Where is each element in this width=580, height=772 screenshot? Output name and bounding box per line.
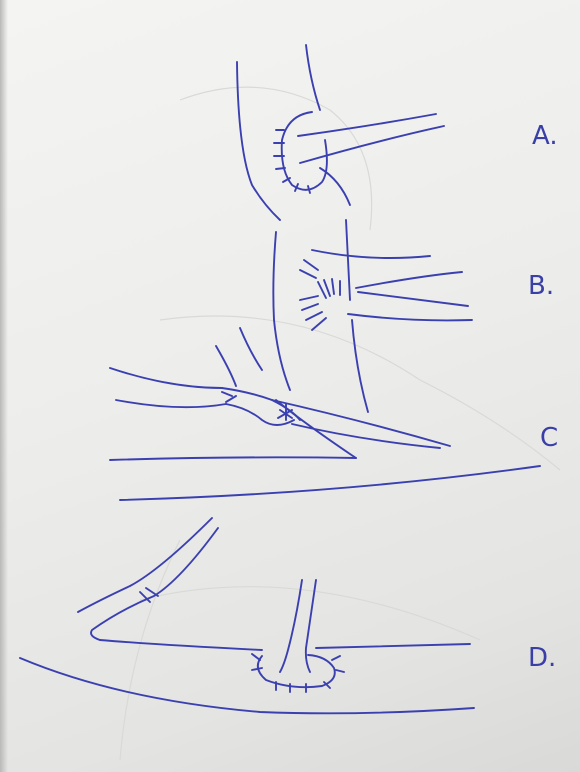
label-a: A. <box>532 121 558 151</box>
figure-c-branch <box>110 328 540 500</box>
label-c: C <box>540 423 558 453</box>
figure-a-anastomosis <box>237 45 444 220</box>
figure-d-anastomosis <box>20 518 474 713</box>
figure-b-anastomosis <box>273 220 472 412</box>
drawing-ink <box>20 45 540 713</box>
label-b: B. <box>528 271 554 301</box>
label-d: D. <box>528 643 556 673</box>
